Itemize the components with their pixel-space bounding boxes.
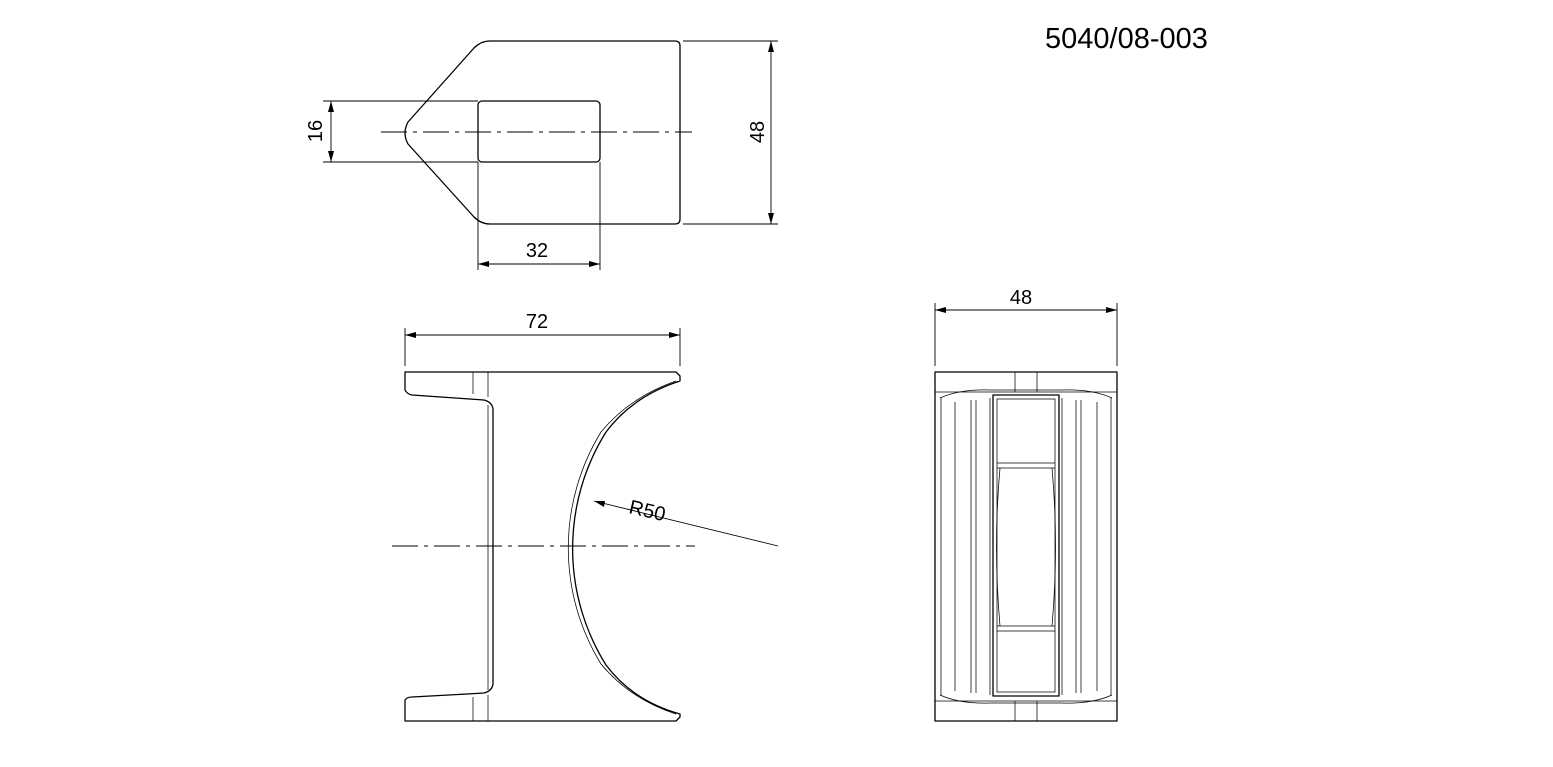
side-view-outline xyxy=(934,371,1118,722)
side-view-center-slot-inner xyxy=(996,398,1056,693)
side-view-center-slot xyxy=(992,394,1060,697)
dim-side-48-label: 48 xyxy=(1010,287,1032,309)
front-view-inner-arc xyxy=(567,380,677,715)
dim-48-label: 48 xyxy=(747,121,769,143)
front-view-outline xyxy=(404,371,681,722)
dim-72-arrow-left xyxy=(405,332,416,338)
dim-48-arrow-top xyxy=(768,41,774,52)
dim-16-arrow-top xyxy=(328,101,334,112)
side-view: 48 xyxy=(934,287,1118,722)
side-view-slot-bulge-right xyxy=(1051,467,1056,627)
dim-72-arrow-right xyxy=(669,332,680,338)
dim-32-arrow-left xyxy=(478,261,489,267)
dim-16-arrow-bottom xyxy=(328,151,334,162)
dim-side-48-arrow-left xyxy=(935,307,946,313)
dim-32-label: 32 xyxy=(526,240,548,262)
dim-72-label: 72 xyxy=(526,311,548,333)
dim-r50-label: R50 xyxy=(627,496,668,526)
dim-32-arrow-right xyxy=(589,261,600,267)
top-view-slot xyxy=(477,100,601,163)
dim-side-48-arrow-right xyxy=(1106,307,1117,313)
dim-16-label: 16 xyxy=(305,120,327,142)
dim-r50-arrow xyxy=(594,501,605,507)
top-view: 16 48 32 xyxy=(305,40,778,270)
side-view-top-curve xyxy=(939,389,1113,399)
dim-48-arrow-bottom xyxy=(768,213,774,224)
part-number: 5040/08-003 xyxy=(1045,23,1208,55)
side-view-slot-bulge-left xyxy=(996,467,1001,627)
dim-r50-leader xyxy=(593,500,779,547)
front-view: 72 R50 xyxy=(392,311,779,722)
top-view-outline xyxy=(404,40,681,225)
side-view-bottom-curve xyxy=(939,694,1113,704)
